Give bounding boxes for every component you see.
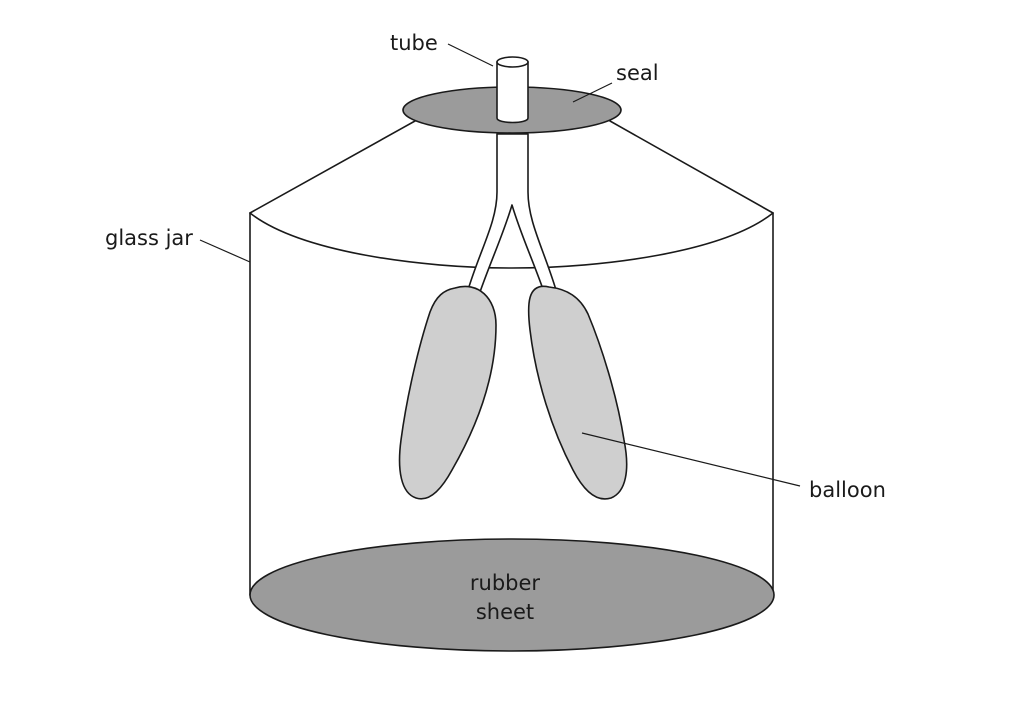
rubber-sheet xyxy=(249,538,775,652)
tube-leader-line xyxy=(447,43,494,67)
tube-label: tube xyxy=(390,31,438,55)
balloon-leader-line xyxy=(581,432,801,487)
seal-leader-line xyxy=(572,82,613,103)
y-tube xyxy=(467,133,557,293)
rubber-sheet-label-line2: sheet xyxy=(476,600,534,624)
jar-right-shoulder xyxy=(609,120,774,214)
seal-label: seal xyxy=(616,61,659,85)
rubber-sheet-label-line1: rubber xyxy=(470,571,541,595)
tube-top-opening xyxy=(496,56,529,68)
jar-left-shoulder xyxy=(249,120,416,214)
right-balloon xyxy=(527,285,628,500)
tube xyxy=(496,61,529,124)
balloon-label: balloon xyxy=(809,478,886,502)
jar-rim-curve xyxy=(249,212,774,269)
glass-jar-label: glass jar xyxy=(105,226,193,250)
glass-jar-leader-line xyxy=(199,239,251,263)
left-balloon xyxy=(398,285,497,500)
